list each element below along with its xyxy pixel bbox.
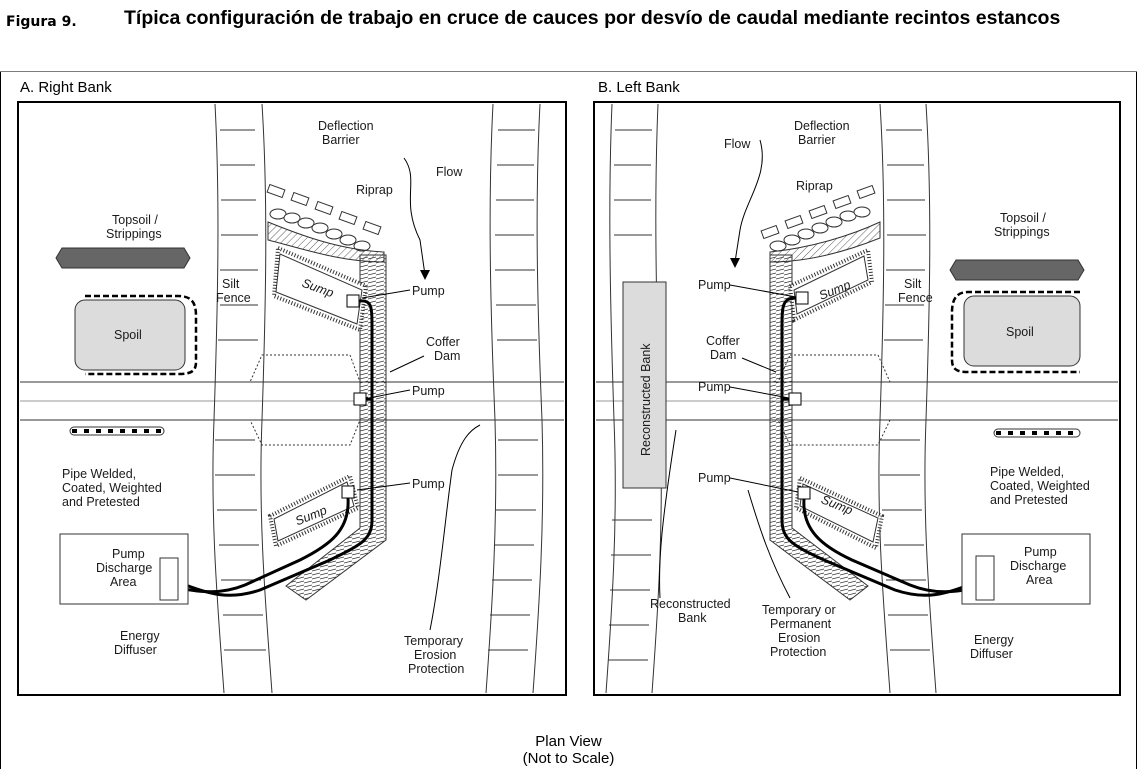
panel-a-topsoil-pile xyxy=(55,247,191,269)
figure-header: Figura 9. Típica configuración de trabaj… xyxy=(0,0,1137,72)
svg-text:Barrier: Barrier xyxy=(322,133,360,147)
panel-b-reconstructed-bank xyxy=(622,281,667,489)
panel-b-deflection-barrier xyxy=(760,184,876,240)
svg-text:Erosion: Erosion xyxy=(778,631,820,645)
svg-text:Coated, Weighted: Coated, Weighted xyxy=(62,481,162,495)
panel-a-coffer-label: Coffer xyxy=(426,335,460,349)
footer-scale-note: (Not to Scale) xyxy=(522,750,615,767)
svg-text:Permanent: Permanent xyxy=(770,617,832,631)
panel-b-tep-label: Temporary or xyxy=(762,603,836,617)
svg-text:Pump: Pump xyxy=(412,384,445,398)
panel-b-flow-label: Flow xyxy=(724,137,751,151)
panel-a-flow-label: Flow xyxy=(436,165,463,179)
svg-text:Fence: Fence xyxy=(216,291,251,305)
svg-text:Pump: Pump xyxy=(698,380,731,394)
panel-a-discharge-hose xyxy=(177,299,374,597)
panel-b-sump-lower: Sump xyxy=(793,475,885,551)
panel-b-recon-vertical-label: Reconstructed Bank xyxy=(639,343,653,456)
svg-text:Diffuser: Diffuser xyxy=(970,647,1013,661)
figure-title: Típica configuración de trabajo en cruce… xyxy=(124,7,1061,29)
panel-a-energy-diffuser xyxy=(159,557,179,601)
svg-text:Pump: Pump xyxy=(412,284,445,298)
panel-a-discharge-label: Pump xyxy=(112,547,145,561)
svg-text:and Pretested: and Pretested xyxy=(62,495,140,509)
panel-b-deflection-label: Deflection xyxy=(794,119,850,133)
svg-text:Diffuser: Diffuser xyxy=(114,643,157,657)
panel-a-spoil-pile xyxy=(74,299,186,371)
panel-a-deflection-barrier xyxy=(266,183,382,236)
svg-text:Barrier: Barrier xyxy=(798,133,836,147)
panel-a-energy-label: Energy xyxy=(120,629,160,643)
panel-a-riprap-label: Riprap xyxy=(356,183,393,197)
panel-b-riprap xyxy=(769,206,881,263)
panel-b-spoil-pile xyxy=(963,295,1081,367)
panel-a-erosion-label: Temporary xyxy=(404,634,464,648)
panel-b-right-bank xyxy=(878,103,937,694)
svg-text:Discharge: Discharge xyxy=(1010,559,1066,573)
frame-left-border xyxy=(0,72,1,769)
svg-text:Discharge: Discharge xyxy=(96,561,152,575)
panel-b-coffer-dam xyxy=(769,254,869,601)
panel-a-silt-label: Silt xyxy=(222,277,240,291)
svg-text:Dam: Dam xyxy=(434,349,460,363)
panel-a-pipe-stack xyxy=(69,426,165,436)
panel-b-pump-labels: Pump Pump Pump xyxy=(698,278,799,493)
panel-b-topsoil-pile xyxy=(949,259,1085,281)
panel-b-flow-arrow xyxy=(734,139,763,263)
panel-a-topsoil-label: Topsoil / xyxy=(112,213,158,227)
panel-a-silt-fence xyxy=(85,294,198,376)
panel-b-silt-fence xyxy=(950,290,1080,374)
panel-b-frame xyxy=(593,101,1121,696)
panel-b-pipe-label: Pipe Welded, xyxy=(990,465,1064,479)
svg-text:Protection: Protection xyxy=(408,662,464,676)
svg-text:Coated, Weighted: Coated, Weighted xyxy=(990,479,1090,493)
panel-b-energy-diffuser xyxy=(975,555,995,601)
panel-b-pipe-stack xyxy=(993,428,1081,438)
svg-text:Strippings: Strippings xyxy=(994,225,1050,239)
panel-a-left-bank xyxy=(212,103,273,694)
panel-b-coffer-label: Coffer xyxy=(706,334,740,348)
panel-a-title: A. Right Bank xyxy=(20,79,112,96)
figure-number: Figura 9. xyxy=(6,14,77,30)
svg-text:Protection: Protection xyxy=(770,645,826,659)
footer-plan-view: Plan View xyxy=(535,733,602,750)
panel-b-silt-label: Silt xyxy=(904,277,922,291)
panel-a-flow-arrow xyxy=(403,157,426,276)
panel-b-discharge-label: Pump xyxy=(1024,545,1057,559)
panel-b-discharge-hose xyxy=(780,296,977,597)
panel-b-title: B. Left Bank xyxy=(598,79,680,96)
panel-b-pipeline-corridor xyxy=(596,354,1118,446)
panel-a-sump-upper: Sump xyxy=(271,245,369,333)
panel-b-topsoil-label: Topsoil / xyxy=(1000,211,1046,225)
svg-text:Pump: Pump xyxy=(412,477,445,491)
svg-text:and Pretested: and Pretested xyxy=(990,493,1068,507)
panel-b-energy-label: Energy xyxy=(974,633,1014,647)
svg-text:Erosion: Erosion xyxy=(414,648,456,662)
panel-b-sump-upper: Sump xyxy=(787,247,875,324)
svg-text:Pump: Pump xyxy=(698,471,731,485)
svg-text:Bank: Bank xyxy=(678,611,707,625)
panel-b-spoil-label: Spoil xyxy=(1006,325,1034,339)
panel-a-pump-labels: Pump Pump Pump xyxy=(356,284,445,491)
svg-text:Area: Area xyxy=(1026,573,1052,587)
svg-text:Fence: Fence xyxy=(898,291,933,305)
panel-a-coffer-dam xyxy=(285,254,387,601)
svg-text:Area: Area xyxy=(110,575,136,589)
svg-text:Strippings: Strippings xyxy=(106,227,162,241)
panel-a-pipe-label: Pipe Welded, xyxy=(62,467,136,481)
svg-text:Dam: Dam xyxy=(710,348,736,362)
panel-a-right-bank xyxy=(485,103,544,694)
panel-a-frame xyxy=(17,101,567,696)
svg-text:Pump: Pump xyxy=(698,278,731,292)
panel-b-riprap-label: Riprap xyxy=(796,179,833,193)
panel-a-sump-lower: Sump xyxy=(267,473,361,549)
panel-a-deflection-label: Deflection xyxy=(318,119,374,133)
panel-b-recon-label: Reconstructed xyxy=(650,597,731,611)
panel-a-spoil-label: Spoil xyxy=(114,328,142,342)
